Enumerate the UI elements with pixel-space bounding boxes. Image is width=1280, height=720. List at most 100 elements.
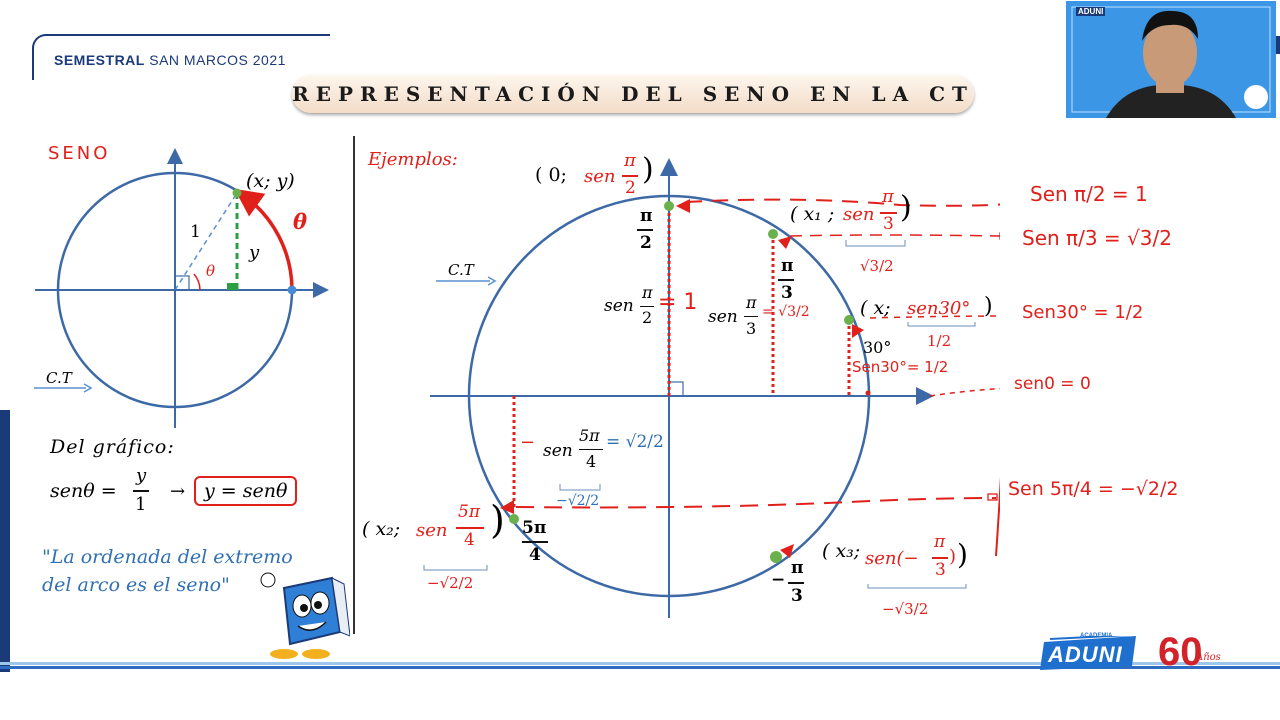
aduni-text: ADUNI	[1048, 642, 1123, 667]
x3-inner-paren: )	[949, 546, 957, 567]
top-point-pi: π	[624, 150, 636, 171]
ct-underline-main	[436, 276, 497, 286]
sen-5pi-4-neg: −	[520, 432, 536, 453]
y-label: y	[249, 242, 260, 263]
bold-neg-pi-3-num: π	[791, 558, 804, 578]
x-label: ( x;	[860, 297, 891, 319]
ct-underline-small	[34, 383, 93, 393]
unit-circle-small	[35, 148, 329, 428]
note-sen30: Sen30° = 1/2	[1022, 302, 1144, 323]
bold-pi-2-bar	[637, 229, 653, 231]
sen-5pi-4-neg-value: −√2/2	[556, 493, 600, 509]
note-sen-pi-2: Sen π/2 = 1	[1030, 182, 1148, 206]
x3-sen: sen(−	[865, 548, 919, 569]
left-accent-bar	[0, 410, 10, 672]
x3-paren: )	[957, 538, 968, 571]
sen-pi-3-pi: π	[746, 293, 757, 312]
presenter-webcam[interactable]: ADUNI	[1066, 1, 1276, 118]
sen-5pi-4-four: 4	[586, 452, 597, 471]
sen-pi-3-bar	[744, 316, 758, 318]
top-point-sen: sen	[584, 166, 616, 187]
x2-four: 4	[464, 530, 475, 550]
ct-label-main: C.T	[448, 261, 474, 279]
radius-label: 1	[190, 222, 201, 242]
x1-paren: )	[900, 190, 912, 225]
sen-5pi-4-bar	[579, 449, 603, 451]
x1-label: ( x₁ ;	[790, 203, 835, 225]
x3-pi: π	[934, 532, 946, 552]
sen30-handwritten: Sen30°= 1/2	[852, 358, 949, 376]
x-value: 1/2	[927, 332, 952, 350]
sixty-years-logo: 60 Años	[1158, 630, 1228, 680]
footer-line-dark	[0, 666, 1280, 669]
quote-line-2: del arco es el seno"	[42, 574, 230, 596]
footer-line-light	[0, 662, 1280, 665]
sen-pi-3-value: = √3/2	[762, 304, 810, 320]
sen-pi-3-sen: sen	[708, 307, 738, 327]
bold-pi-3-num: π	[781, 256, 794, 276]
bold-5pi-4-bar	[522, 541, 548, 543]
bold-pi-2-num: π	[640, 206, 653, 226]
sen-5pi-4-5pi: 5π	[579, 426, 600, 445]
x2-sen: sen	[416, 520, 448, 541]
x3-bar	[932, 557, 948, 559]
x-sen30: sen30°	[907, 298, 971, 319]
webcam-badge: ADUNI	[1076, 7, 1106, 16]
x2-bar	[456, 527, 484, 529]
academia-text: ACADEMIA	[1080, 633, 1113, 639]
x2-paren: )	[490, 498, 505, 542]
sen-5pi-4-sen: sen	[543, 441, 573, 461]
x1-pi: π	[882, 186, 894, 207]
sen-pi-2-pi: π	[642, 283, 653, 302]
sixty-text: 60	[1158, 630, 1203, 674]
x1-sen: sen	[843, 204, 875, 225]
sen-pi-2-bar	[640, 306, 654, 308]
top-point-frac-bar	[622, 175, 638, 177]
panel-divider	[353, 136, 355, 634]
note-sen-5pi-4: Sen 5π/4 = −√2/2	[1008, 478, 1179, 500]
book-mascot-icon	[260, 572, 350, 659]
bold-neg-pi-3-bar	[788, 582, 804, 584]
x2-5pi: 5π	[458, 502, 480, 522]
course-label: SEMESTRAL SAN MARCOS 2021	[54, 52, 286, 68]
ct-label-small: C.T	[46, 369, 72, 387]
x1-bar	[880, 212, 897, 214]
edge-tab	[1274, 36, 1280, 54]
note-sen-pi-3: Sen π/3 = √3/2	[1022, 226, 1172, 250]
x3-label: ( x₃;	[822, 540, 861, 562]
x3-three: 3	[935, 560, 946, 580]
implies-arrow: →	[170, 481, 186, 502]
anos-text: Años	[1196, 652, 1221, 663]
bold-pi-3-den: 3	[781, 283, 793, 303]
bold-5pi-4-den: 4	[529, 545, 541, 565]
x1-three: 3	[883, 214, 894, 234]
x-paren: )	[984, 294, 993, 319]
sen-pi-2-equals-1: = 1	[658, 290, 698, 315]
quote-line-1: "La ordenada del extremo	[42, 546, 293, 568]
bold-neg-pi-3-sign: −	[771, 570, 786, 590]
top-point-paren: )	[642, 152, 654, 187]
top-point-two: 2	[625, 178, 636, 198]
sen-pi-2-two: 2	[642, 308, 653, 327]
bold-pi-3-bar	[778, 279, 794, 281]
bold-neg-pi-3-den: 3	[791, 586, 803, 606]
formula-numerator: y	[136, 465, 147, 486]
header-frame-line	[32, 34, 330, 80]
formula-lhs: senθ =	[50, 480, 117, 502]
note-sen0: sen0 = 0	[1014, 374, 1091, 394]
sen-pi-3-three: 3	[746, 319, 757, 338]
ejemplos-heading: Ejemplos:	[368, 149, 458, 170]
boxed-formula: y = senθ	[194, 476, 298, 506]
sen-pi-2-sen: sen	[604, 296, 634, 316]
aduni-logo: ACADEMIA ADUNI	[1040, 633, 1136, 670]
unit-circle-main	[423, 158, 1000, 618]
bold-pi-2-den: 2	[640, 233, 652, 253]
slide-title: REPRESENTACIÓN DEL SENO EN LA CT	[292, 75, 974, 113]
x1-value: √3/2	[860, 257, 894, 275]
x3-value: −√3/2	[882, 600, 929, 618]
seno-heading: SENO	[48, 143, 111, 164]
formula-denominator: 1	[135, 494, 147, 515]
formula-fraction-bar	[133, 490, 149, 492]
del-grafico-text: Del gráfico:	[50, 436, 175, 458]
top-point-label: ( 0;	[535, 164, 567, 186]
